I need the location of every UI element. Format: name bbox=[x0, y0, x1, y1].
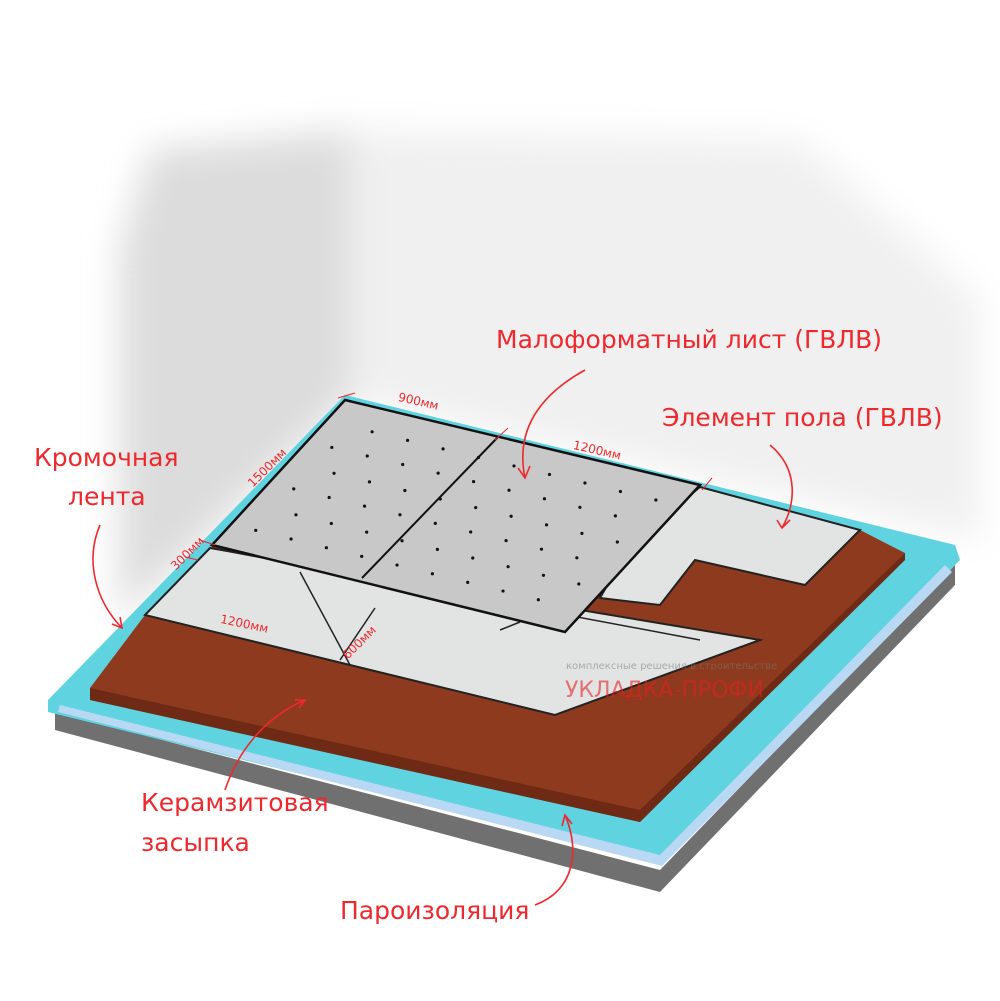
watermark-brand: УКЛАДКА-ПРОФИ bbox=[565, 678, 764, 703]
screw-dot bbox=[536, 598, 540, 602]
screw-dots bbox=[254, 430, 658, 602]
label-clay-fill-1: Керамзитовая bbox=[141, 788, 329, 817]
label-edge-tape-2: лента bbox=[68, 482, 146, 511]
screw-dot bbox=[469, 530, 473, 534]
screw-dot bbox=[405, 438, 410, 442]
screw-dot bbox=[254, 528, 258, 532]
screw-dot bbox=[506, 565, 510, 569]
screw-dot bbox=[289, 537, 293, 541]
label-arrows bbox=[92, 369, 794, 906]
screw-dot bbox=[501, 589, 505, 593]
screw-dot bbox=[577, 582, 581, 586]
screw-dot bbox=[365, 454, 369, 458]
screw-dot bbox=[507, 488, 511, 492]
screw-dot bbox=[294, 513, 298, 517]
vapor-barrier-film bbox=[58, 565, 952, 866]
arrow-clay-fill bbox=[224, 699, 306, 791]
arrow-floor-element bbox=[769, 444, 794, 529]
screw-dot bbox=[471, 556, 475, 560]
screw-dot bbox=[435, 547, 439, 551]
screw-dot bbox=[367, 480, 372, 484]
screw-dot bbox=[615, 540, 619, 544]
screw-dot bbox=[365, 530, 369, 534]
screw-dot bbox=[441, 447, 445, 451]
arrow-edge-tape bbox=[92, 524, 123, 629]
screw-dot bbox=[504, 538, 508, 543]
screw-dot bbox=[330, 445, 334, 450]
screw-dot bbox=[360, 554, 364, 558]
label-floor-element: Элемент пола (ГВЛВ) bbox=[662, 403, 943, 432]
screw-dot bbox=[476, 455, 481, 459]
screw-dot bbox=[544, 523, 549, 527]
screw-dot bbox=[370, 430, 374, 434]
label-clay-fill-2: засыпка bbox=[141, 828, 250, 857]
screw-dot bbox=[542, 497, 547, 501]
screw-dot bbox=[400, 539, 404, 543]
screw-dot bbox=[329, 521, 333, 526]
screw-dot bbox=[474, 506, 478, 510]
label-vapor-barrier: Пароизоляция bbox=[340, 896, 530, 925]
screw-dot bbox=[613, 514, 617, 518]
screw-dot bbox=[362, 504, 367, 508]
screw-dot bbox=[332, 471, 336, 475]
screw-dot bbox=[324, 546, 328, 550]
screw-dot bbox=[438, 497, 442, 501]
screw-dot bbox=[539, 547, 544, 551]
wall-background bbox=[120, 130, 980, 620]
screw-dot bbox=[436, 471, 440, 475]
screw-dot bbox=[471, 480, 476, 484]
screw-dot bbox=[398, 513, 402, 517]
arrow-vapor-barrier bbox=[534, 814, 574, 906]
screw-dot bbox=[575, 556, 579, 560]
screw-dot bbox=[654, 498, 658, 502]
screw-dot bbox=[403, 488, 407, 493]
screw-dot bbox=[430, 572, 434, 576]
screw-dot bbox=[583, 481, 587, 485]
screw-dot bbox=[547, 472, 552, 477]
screw-dot bbox=[401, 462, 405, 467]
label-edge-tape-1: Кромочная bbox=[34, 443, 179, 472]
screw-dot bbox=[433, 521, 437, 525]
clay-fill-edge bbox=[90, 553, 905, 822]
dimension-ticks bbox=[184, 392, 713, 561]
small-format-sheets bbox=[209, 398, 703, 634]
base-slab bbox=[55, 565, 955, 892]
watermark-tagline: комплексные решения в строительстве bbox=[566, 661, 778, 672]
screw-dot bbox=[618, 489, 623, 494]
screw-dot bbox=[395, 563, 399, 567]
screw-dot bbox=[580, 531, 584, 536]
screw-dot bbox=[512, 464, 516, 468]
screw-dot bbox=[578, 505, 582, 509]
screw-dot bbox=[541, 573, 546, 577]
screw-dot bbox=[509, 514, 513, 518]
arrow-small-sheet bbox=[522, 369, 586, 479]
label-small-sheet: Малоформатный лист (ГВЛВ) bbox=[496, 325, 883, 354]
screw-dot bbox=[466, 580, 470, 584]
screw-dot bbox=[327, 495, 331, 500]
screw-dot bbox=[292, 487, 296, 491]
